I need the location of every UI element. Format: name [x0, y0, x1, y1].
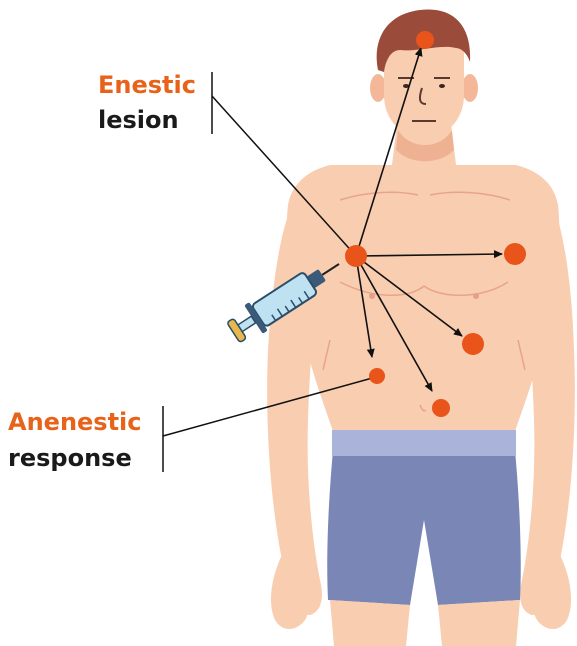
ear-right [462, 74, 478, 102]
right-nipple [473, 293, 479, 299]
human-body [267, 9, 575, 646]
left-flank-dot [369, 368, 385, 384]
chest-dot [462, 333, 484, 355]
waistband [332, 430, 516, 456]
left-hand [271, 555, 313, 629]
right-hand [530, 555, 572, 629]
ear-left [370, 74, 386, 102]
right-leg [438, 600, 520, 646]
injection-site-dot [345, 245, 367, 267]
torso [287, 165, 559, 440]
left-leg [330, 600, 410, 646]
right-shoulder-dot [504, 243, 526, 265]
abdomen-dot [432, 399, 450, 417]
shorts [327, 440, 521, 605]
left-nipple [369, 293, 375, 299]
anenestic-label-line1: Anenestic [8, 406, 142, 438]
enestic-label-line2: lesion [98, 104, 179, 136]
head-dot [416, 31, 434, 49]
enestic-label-line1: Enestic [98, 69, 196, 101]
anenestic-label-line2: response [8, 442, 132, 474]
